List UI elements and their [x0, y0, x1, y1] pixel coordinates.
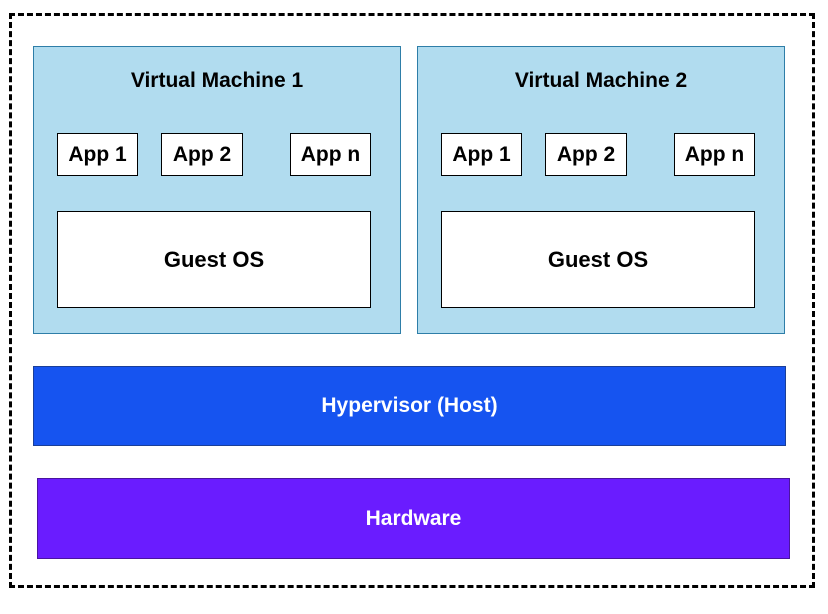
app-box-2: App 2 — [545, 133, 627, 176]
hypervisor-layer: Hypervisor (Host) — [33, 366, 786, 446]
app-box-2: App 2 — [161, 133, 243, 176]
vm-title: Virtual Machine 2 — [514, 69, 688, 92]
app-box-n: App n — [674, 133, 755, 176]
vm-title: Virtual Machine 1 — [130, 69, 304, 92]
outer-dashed-boundary — [9, 13, 815, 588]
hypervisor-label: Hypervisor (Host) — [321, 394, 498, 417]
guest-os-box: Guest OS — [57, 211, 371, 308]
guest-os-box: Guest OS — [441, 211, 755, 308]
hardware-label: Hardware — [365, 506, 462, 530]
virtual-machine-2: Virtual Machine 2 App 1 App 2 App n Gues… — [417, 46, 785, 334]
app-box-n: App n — [290, 133, 371, 176]
hardware-layer: Hardware — [37, 478, 790, 559]
app-box-1: App 1 — [441, 133, 522, 176]
app-box-1: App 1 — [57, 133, 138, 176]
virtual-machine-1: Virtual Machine 1 App 1 App 2 App n Gues… — [33, 46, 401, 334]
